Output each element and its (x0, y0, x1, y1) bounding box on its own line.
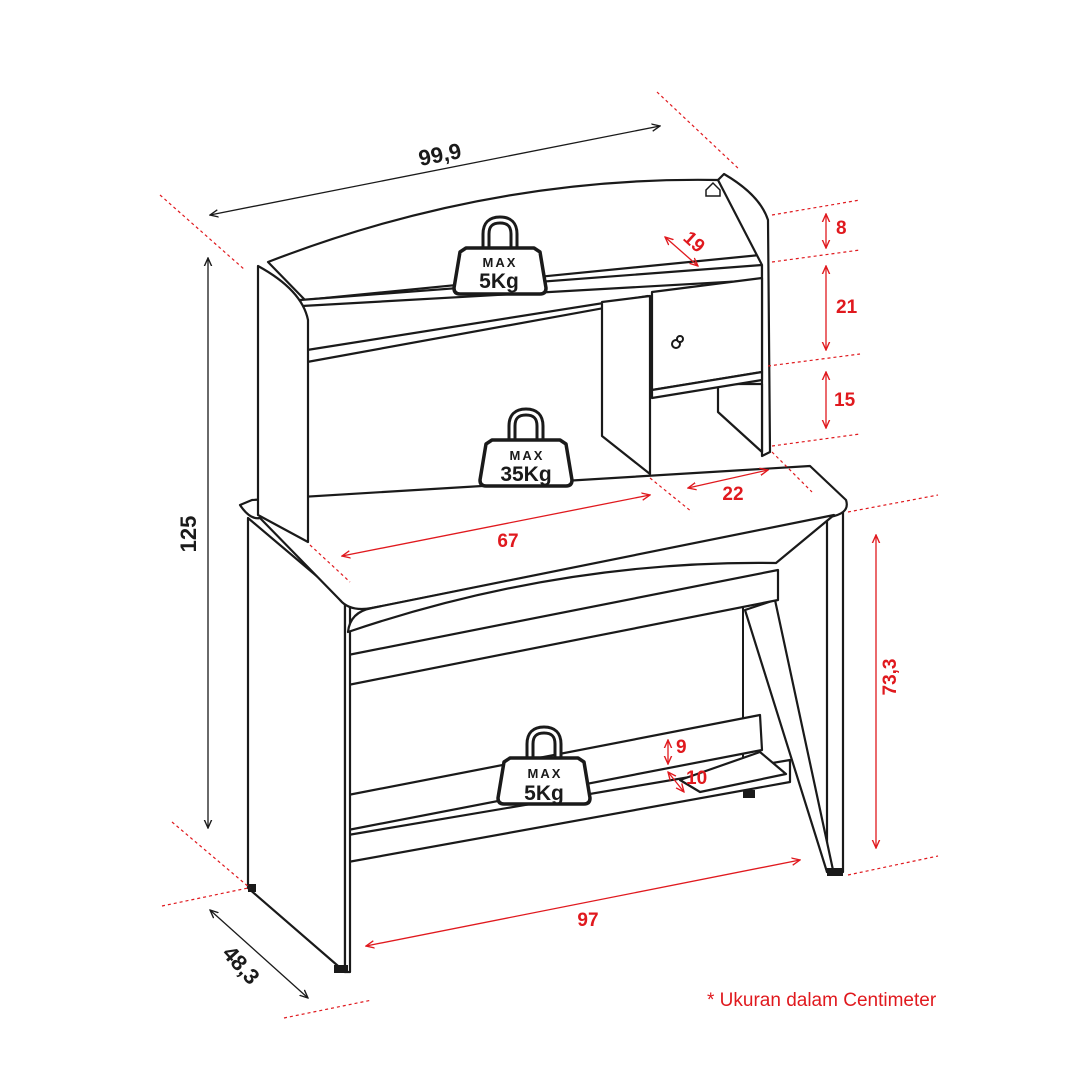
label-footrest-height: 9 (676, 737, 687, 758)
weight-top-max: MAX (483, 255, 518, 270)
label-footrest-depth: 10 (686, 768, 707, 789)
arrow-depth (210, 910, 308, 998)
extension-lines (159, 91, 939, 1019)
weight-top-value: 5Kg (479, 270, 519, 293)
arrow-shelf-width (342, 495, 650, 556)
weight-footrest-max: MAX (528, 766, 563, 781)
unit-note: * Ukuran dalam Centimeter (707, 990, 937, 1011)
label-cabinet-width: 22 (722, 484, 743, 505)
weight-desk-value: 35Kg (500, 463, 551, 486)
left-leg-edge (343, 598, 352, 974)
label-overall-height: 125 (176, 516, 201, 553)
cabinet-bottom (650, 370, 764, 400)
arrow-cabinet-width (688, 470, 768, 488)
weight-footrest: MAX 5Kg (498, 730, 590, 805)
foot-back-right (743, 790, 755, 798)
brand-logo-icon (705, 181, 721, 197)
foot-front-left (334, 965, 348, 973)
label-desk-width: 97 (577, 910, 598, 931)
dimension-arrows (208, 126, 876, 998)
middle-shelf (305, 294, 650, 364)
label-lower-gap: 15 (834, 390, 856, 411)
foot-back-left (248, 884, 256, 892)
right-leg-panel (825, 508, 845, 874)
weight-desk-top: MAX 35Kg (480, 412, 572, 486)
label-shelf-width: 67 (497, 531, 518, 552)
desk-apron (346, 513, 836, 634)
hutch-left-side (256, 264, 310, 544)
hutch-right-lower (716, 382, 764, 454)
hutch-divider (600, 294, 652, 476)
arrow-hutch-top-depth (665, 237, 698, 266)
weight-footrest-value: 5Kg (524, 782, 564, 805)
label-depth: 48,3 (217, 941, 264, 990)
label-desk-height: 73,3 (880, 659, 901, 696)
arrow-desk-width (366, 860, 800, 946)
arrow-overall-width (210, 126, 660, 215)
cabinet-door (650, 276, 764, 392)
foot-front-right (827, 868, 843, 876)
arrow-footrest-depth (668, 772, 684, 792)
weight-top-shelf: MAX 5Kg (454, 220, 546, 294)
desk-body (238, 464, 848, 974)
footrest-board (678, 750, 788, 794)
label-hutch-top-height: 8 (836, 218, 847, 239)
label-cabinet-height: 21 (836, 297, 858, 318)
weight-desk-max: MAX (510, 448, 545, 463)
